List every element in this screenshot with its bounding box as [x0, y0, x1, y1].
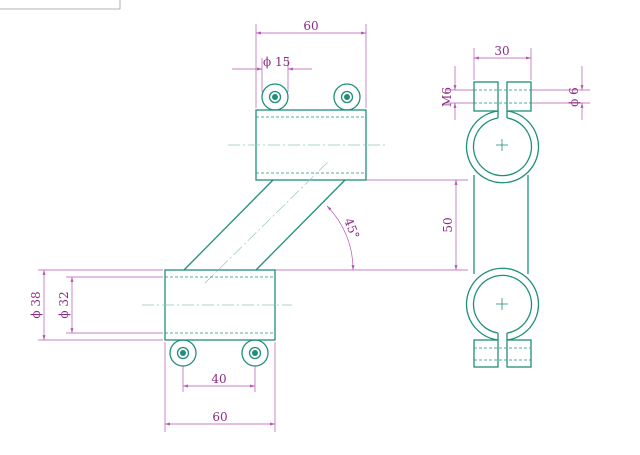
frame-corner [0, 0, 121, 10]
bottom-left-bolt [169, 339, 197, 367]
arm-edge-left [183, 179, 274, 271]
dim-bolt-spacing: 40 [211, 372, 226, 386]
top-left-bolt [261, 83, 289, 111]
dim-bolt-dia: ϕ 15 [263, 55, 290, 69]
lower-right-tab [506, 339, 532, 368]
upper-right-tab [506, 81, 532, 112]
dim-offset: 50 [441, 217, 455, 232]
bottom-right-bolt [241, 339, 269, 367]
dim-thread: M6 [440, 87, 454, 107]
lower-left-tab [473, 339, 499, 368]
front-view [142, 83, 388, 367]
side-view [465, 81, 540, 368]
lower-ring-inner [472, 274, 533, 334]
upper-ring-outer [465, 110, 540, 184]
dim-bottom-width: 60 [212, 410, 227, 424]
dim-angle: 45° [341, 216, 362, 241]
dim-outer-dia: ϕ 38 [29, 291, 43, 318]
dimensions: 60 ϕ 15 30 M6 ϕ 6 50 45° [29, 19, 590, 432]
arm-edge-right [255, 179, 346, 271]
top-right-bolt [333, 83, 361, 111]
lower-ring-outer [465, 267, 540, 341]
dim-inner-dia: ϕ 32 [57, 291, 71, 318]
upper-left-tab [473, 81, 499, 112]
dim-top-width: 60 [303, 19, 318, 33]
dim-side-width: 30 [494, 44, 509, 58]
upper-ring-inner [472, 117, 533, 177]
dim-hole-dia: ϕ 6 [567, 87, 581, 107]
